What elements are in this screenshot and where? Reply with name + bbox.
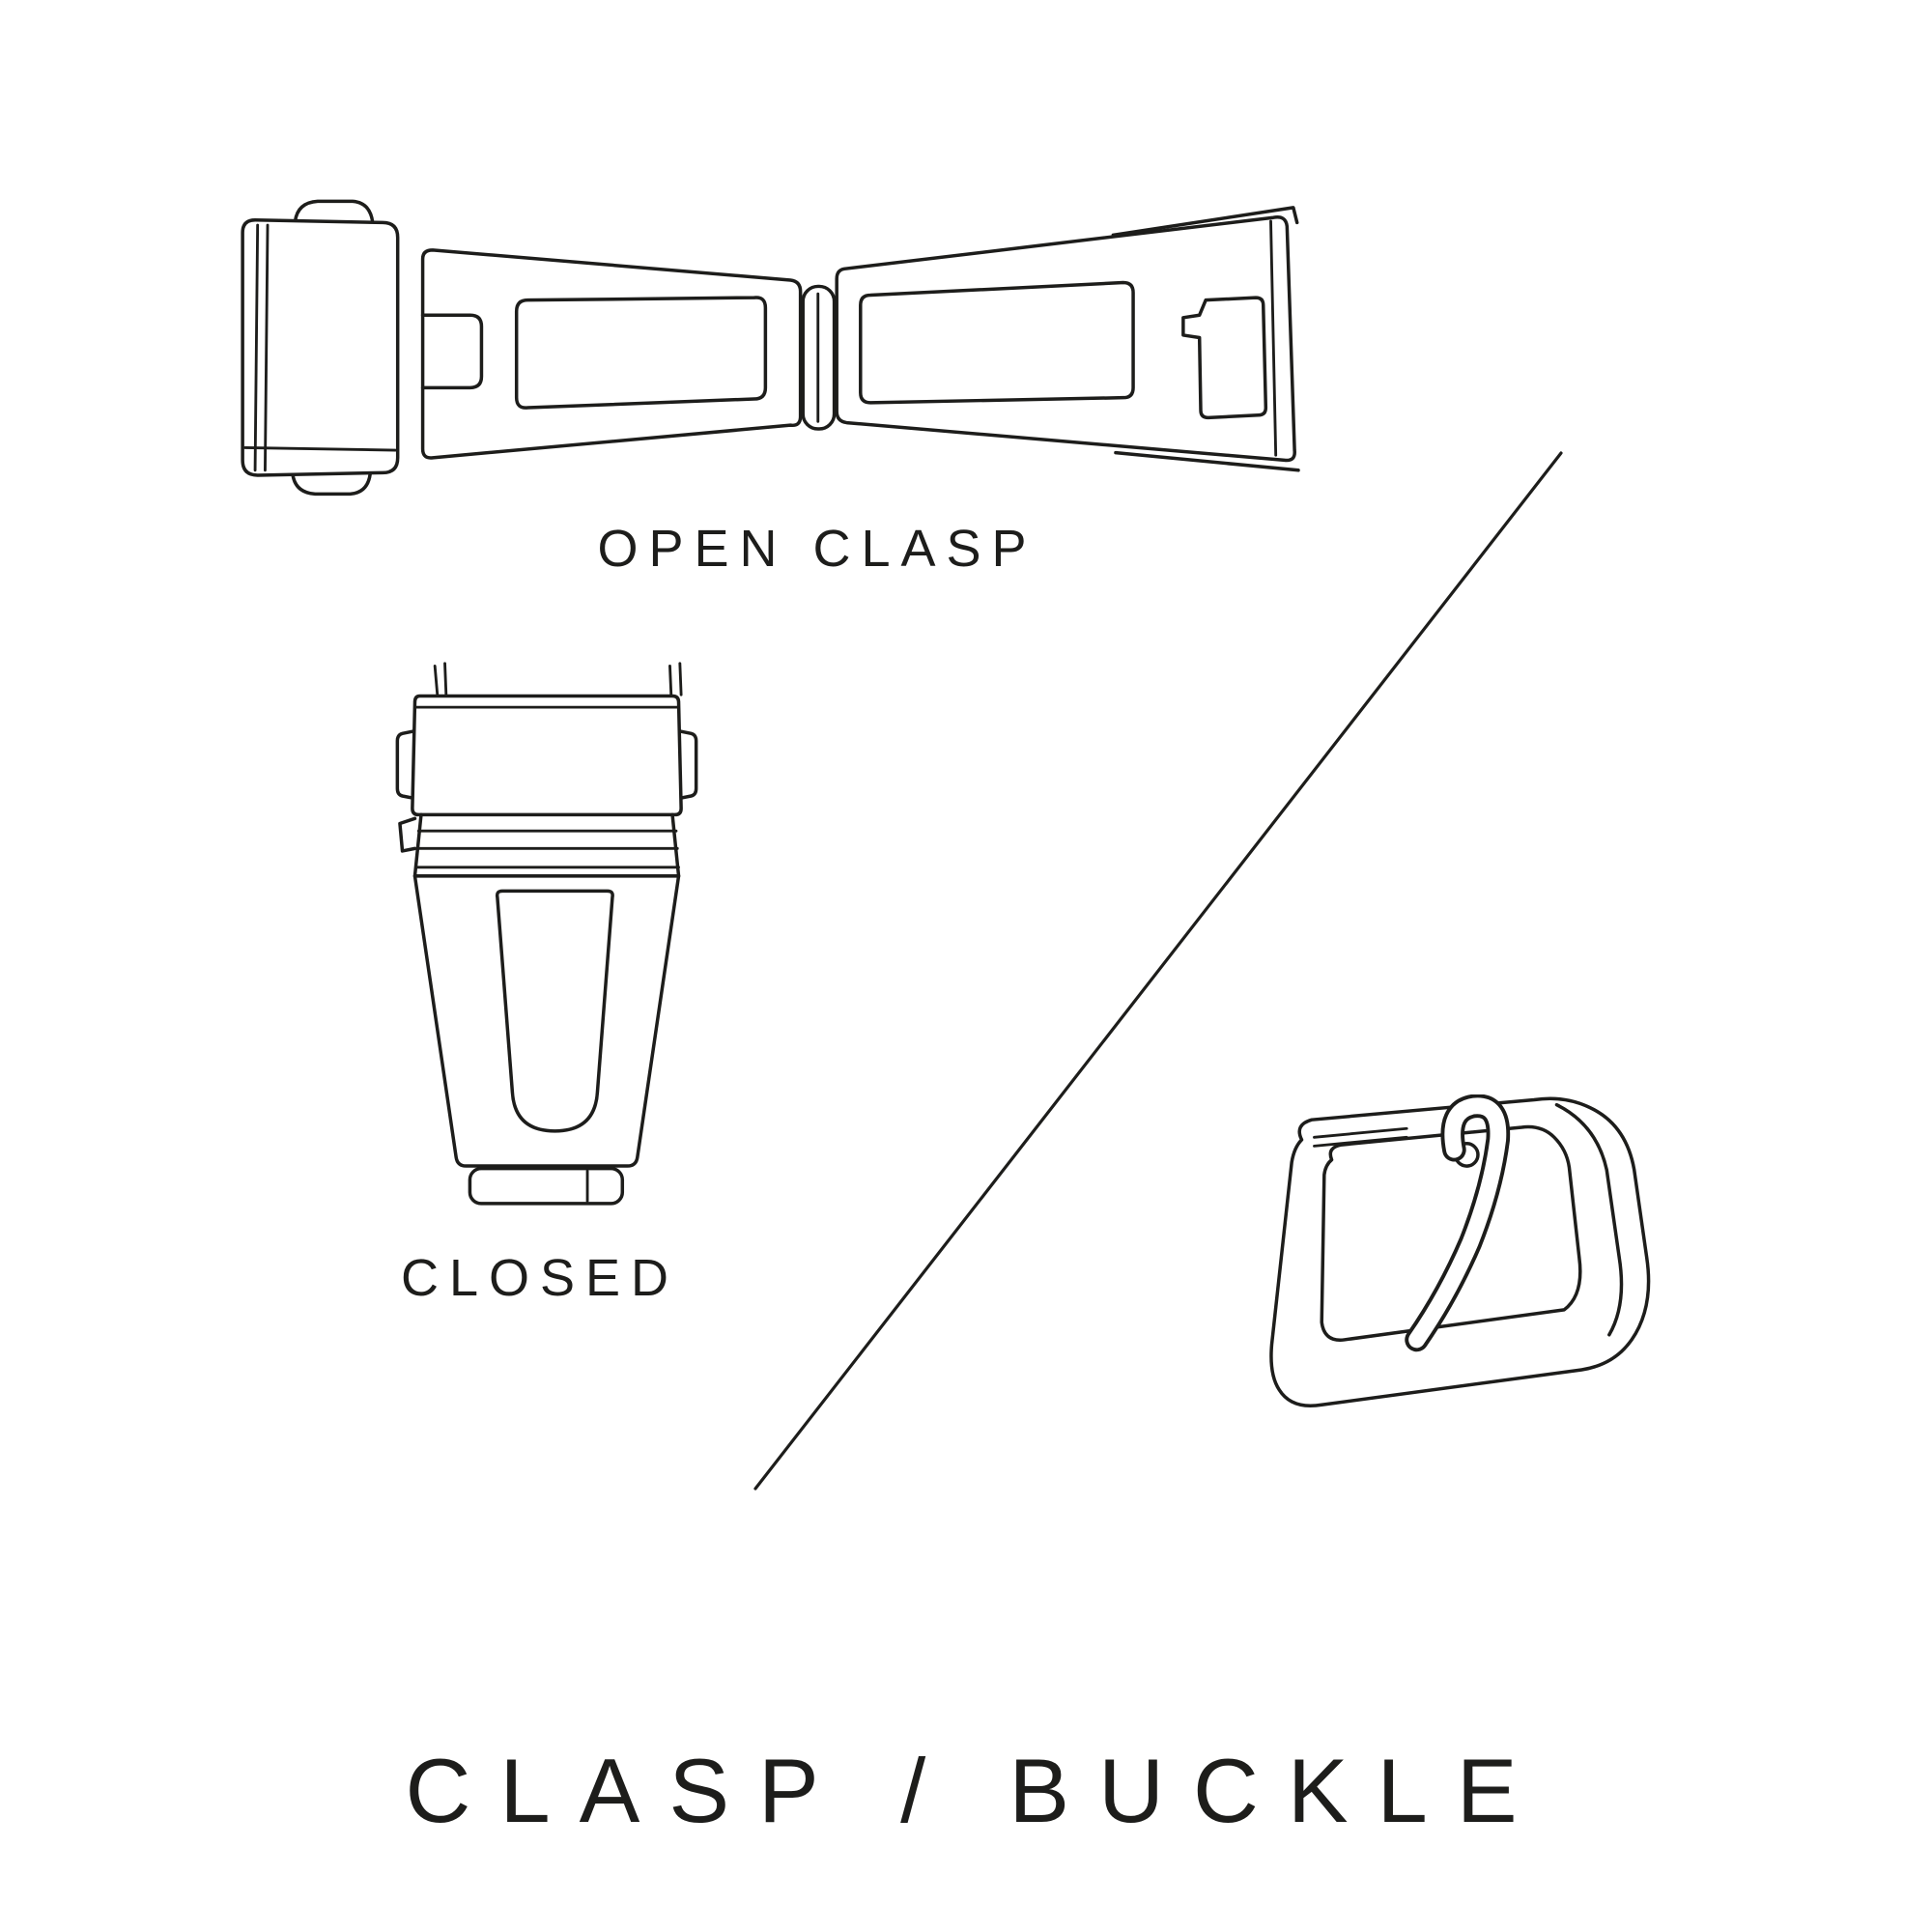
open-clasp-left-arm	[420, 248, 803, 460]
closed-clasp-illustration	[395, 662, 698, 1206]
closed-clasp-prongs	[433, 662, 683, 696]
buckle-prong	[1405, 1094, 1511, 1352]
page-title: CLASP / BUCKLE	[405, 1740, 1547, 1841]
closed-clasp-cover	[395, 694, 698, 817]
closed-clasp-body	[412, 874, 681, 1168]
open-clasp-right-arm	[835, 206, 1300, 472]
open-clasp-illustration	[241, 199, 1300, 497]
tang-buckle-illustration	[1269, 1094, 1651, 1407]
closed-clasp-label: CLOSED	[400, 1249, 680, 1307]
open-clasp-left-end-block	[241, 199, 400, 497]
closed-clasp-end-bar	[468, 1166, 625, 1206]
open-clasp-label: OPEN CLASP	[597, 520, 1037, 578]
open-clasp-hinge	[801, 284, 837, 431]
